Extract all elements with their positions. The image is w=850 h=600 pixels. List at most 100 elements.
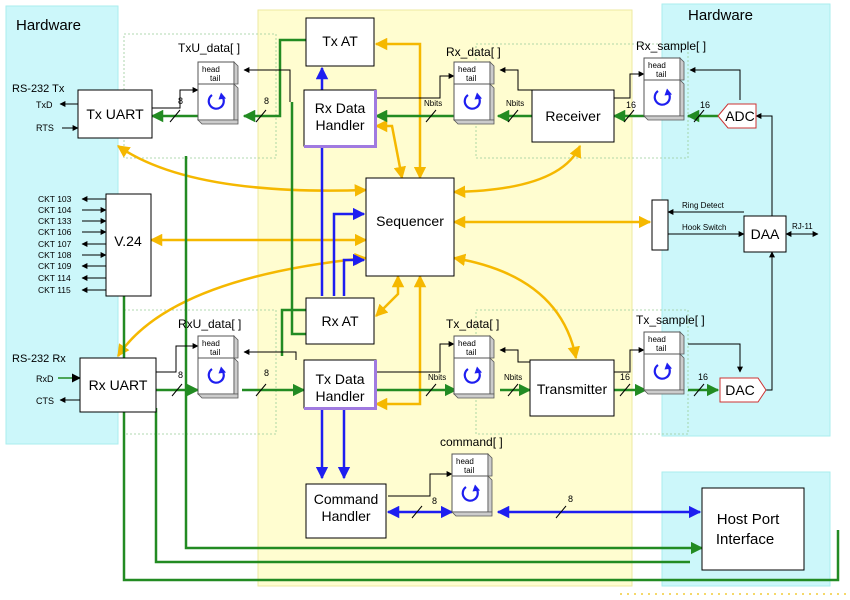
buffer-tail-label: tail: [466, 348, 476, 357]
adc-box: [717, 103, 757, 129]
bus-tick: [411, 505, 423, 519]
green-rxat-to-txu: [242, 38, 306, 123]
daa-box: [743, 215, 787, 253]
transmitter-box: [529, 359, 615, 417]
ckt-label: CKT 115: [38, 285, 71, 295]
group-receiver: [475, 43, 689, 159]
width-label: Nbits: [506, 99, 524, 108]
blue-rxat-to-seq-2: [342, 253, 366, 296]
ckt-label: CKT 107: [38, 239, 72, 249]
tx-uart-label: Tx UART: [86, 106, 144, 122]
buffer-tail-label: tail: [464, 466, 474, 475]
green-rxat-to-txhandler: [280, 308, 306, 356]
daa-label: DAA: [751, 226, 780, 242]
txu-head-link: [243, 67, 291, 102]
width-label: 8: [264, 368, 269, 378]
cmd-handler-label-1: Command: [314, 491, 379, 507]
bus-tick: [255, 383, 267, 397]
width-label: 8: [264, 96, 269, 106]
dac-label: DAC: [725, 382, 755, 398]
rxu-head-link: [156, 343, 199, 373]
buffer-head-label: head: [458, 65, 476, 74]
rx-handler-bottombar: [304, 145, 377, 148]
buffer-tail-label: tail: [210, 348, 220, 357]
tx-handler-label-2: Handler: [315, 388, 364, 404]
width-label: 16: [700, 100, 710, 110]
buffer-tail-label: tail: [466, 74, 476, 83]
blue-rxat-to-seq: [332, 207, 366, 296]
buffer-rx-data-title: Rx_data[ ]: [446, 45, 501, 59]
rxu-tail-link: [243, 349, 297, 360]
cmd-handler-box: [305, 483, 387, 539]
buffer-head-label: head: [202, 65, 220, 74]
ckt-label: CKT 114: [38, 273, 71, 283]
txsample-head-link: [614, 347, 645, 373]
rx-handler-sidebar: [374, 90, 377, 148]
dac-box: [719, 377, 767, 403]
adc-label: ADC: [725, 108, 755, 124]
width-label: 16: [620, 372, 630, 382]
cmd-head-link: [388, 471, 453, 497]
hook-bar: [651, 199, 669, 251]
width-label: 8: [568, 494, 573, 504]
ckt-label: CKT 103: [38, 194, 72, 204]
width-label: 16: [698, 372, 708, 382]
tx-handler-sidebar: [374, 360, 377, 410]
tx-at-box: [305, 17, 375, 67]
rxd-label: RxD: [36, 374, 54, 384]
bus-tick: [169, 109, 181, 123]
ckt-label: CKT 108: [38, 250, 72, 260]
buffer-txu-title: TxU_data[ ]: [178, 41, 240, 55]
tx-handler-label-1: Tx Data: [315, 371, 364, 387]
buffer-rxu-title: RxU_data[ ]: [178, 317, 241, 331]
hardware-label-right: Hardware: [688, 7, 753, 24]
width-label: Nbits: [428, 373, 446, 382]
buffer-rx-sample-title: Rx_sample[ ]: [636, 39, 706, 53]
hardware-label-left: Hardware: [16, 17, 81, 34]
rx-at-box: [305, 297, 375, 345]
buffer-head-label: head: [648, 61, 666, 70]
host-port-box: [701, 487, 805, 571]
green-rxuart-to-host-1: [184, 156, 704, 555]
bus-tick: [425, 383, 437, 397]
transmitter-label: Transmitter: [537, 381, 608, 397]
bus-tick: [555, 505, 567, 519]
tx-handler-box: [303, 359, 377, 409]
ctrl-seq-receiver: [452, 144, 582, 199]
bus-tick: [171, 383, 183, 397]
bus-tick: [693, 383, 705, 397]
rx-uart-label: Rx UART: [89, 377, 148, 393]
ctrl-seq-transmitter: [452, 253, 580, 360]
hook-switch-label: Hook Switch: [682, 223, 726, 232]
rj11-label: RJ-11: [792, 222, 813, 231]
bus-tick: [693, 109, 705, 123]
host-port-label-2: Interface: [716, 531, 774, 548]
cmd-handler-label-2: Handler: [321, 508, 370, 524]
buffer-head-label: head: [202, 339, 220, 348]
bus-tick: [507, 383, 519, 397]
rx-at-label: Rx AT: [321, 313, 359, 329]
width-label: Nbits: [504, 373, 522, 382]
width-label: 8: [178, 96, 183, 106]
ckt-label: CKT 106: [38, 227, 72, 237]
green-rxuart-to-host-2: [154, 408, 690, 564]
ckt-label: CKT 104: [38, 205, 72, 215]
rts-label: RTS: [36, 123, 54, 133]
ckt-label: CKT 109: [38, 261, 72, 271]
rs232-rx-label: RS-232 Rx: [12, 353, 66, 365]
ctrl-seq-txhandler: [374, 274, 427, 411]
receiver-label: Receiver: [545, 108, 601, 124]
ctrl-seq-rxhandler: [374, 119, 407, 180]
v24-box: [105, 193, 152, 297]
buffer-tail-label: tail: [656, 70, 666, 79]
bus-tick: [507, 109, 519, 123]
txd-label: TxD: [36, 100, 53, 110]
v24-label: V.24: [114, 233, 142, 249]
sequencer-box: [365, 177, 455, 277]
rxdata-head-link: [376, 73, 455, 99]
buffer-tx-sample-title: Tx_sample[ ]: [636, 313, 705, 327]
tx-handler-bottombar: [304, 407, 377, 410]
daa-to-adc: [755, 113, 773, 216]
ctrl-seq-rxuart: [116, 252, 368, 358]
ring-detect-label: Ring Detect: [682, 201, 725, 210]
